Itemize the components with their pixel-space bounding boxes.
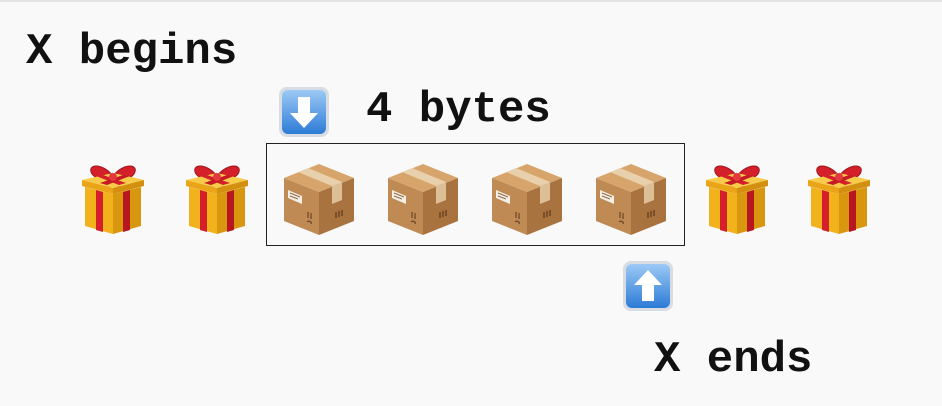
down-arrow-icon [278,86,330,138]
package-icon [382,156,464,238]
gift-icon [176,156,258,238]
top-border [0,0,942,2]
up-arrow-icon [622,260,674,312]
package-icon [590,156,672,238]
variable-bounding-box [266,143,685,246]
gift-icon [696,156,778,238]
x-ends-label: X ends [654,335,813,385]
size-label: 4 bytes [366,85,551,135]
gift-icon [72,156,154,238]
gift-icon [798,156,880,238]
package-icon [278,156,360,238]
package-icon [486,156,568,238]
x-begins-label: X begins [26,27,238,77]
